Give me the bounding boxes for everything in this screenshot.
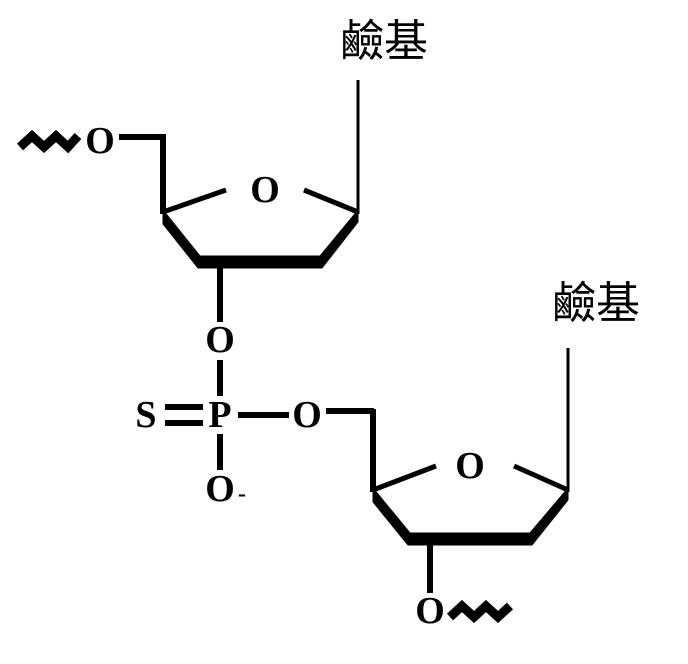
sugar-ring-bottom-back-right [512, 463, 570, 493]
atom-label-o-anion-charge: - [238, 481, 246, 507]
atom-label-o3prime-bottom: O [415, 590, 445, 632]
sugar-ring-top-back-left [162, 187, 227, 215]
sugar-ring-bottom-front-wedge [372, 486, 569, 546]
atom-label-phosphorus: P [208, 394, 231, 436]
wavy-bond-top-left [16, 129, 82, 154]
atom-label-ring-oxygen-bottom: O [455, 445, 485, 487]
sugar-ring-bottom-back-left [372, 463, 437, 493]
atom-label-o5prime-top: O [85, 120, 115, 162]
base-label-bottom: 鹼基 [552, 278, 640, 329]
sugar-ring-top-back-right [303, 187, 359, 215]
atom-label-sulfur: S [135, 394, 156, 436]
atom-label-ring-oxygen-top: O [250, 169, 280, 211]
atom-label-o-anion: O [205, 468, 235, 510]
ring-oxygen-bottom-mask [453, 446, 489, 488]
atom-label-o3prime-top: O [205, 319, 235, 361]
wavy-bond-bottom-right [446, 599, 514, 624]
sugar-ring-top-front-wedge [162, 208, 359, 269]
base-label-top: 鹼基 [340, 16, 428, 67]
ring-oxygen-top-mask [248, 170, 284, 212]
atom-label-o5prime-bottom: O [292, 394, 322, 436]
